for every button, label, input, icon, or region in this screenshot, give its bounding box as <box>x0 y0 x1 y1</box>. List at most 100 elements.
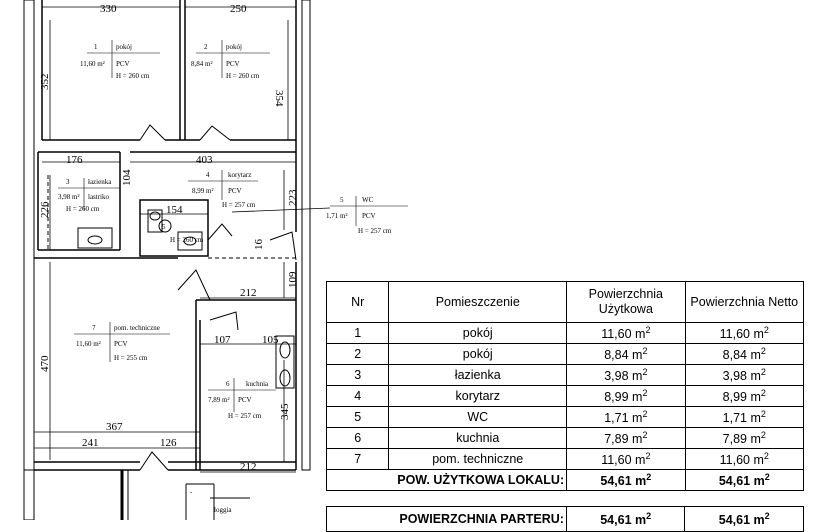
room-label: 1 pokój 11,60 m² PCV H = 260 cm <box>80 43 150 80</box>
row-net: 11,60 m2 <box>684 448 805 470</box>
row-net: 1,71 m2 <box>684 406 805 428</box>
svg-text:1,71 m²: 1,71 m² <box>326 212 348 220</box>
svg-text:8,84 m²: 8,84 m² <box>191 60 213 68</box>
total-net: 54,61 m2 <box>684 469 805 491</box>
svg-text:3: 3 <box>66 178 70 186</box>
row-usable: 1,71 m2 <box>566 406 686 428</box>
svg-text:5: 5 <box>340 196 344 204</box>
room-label: - <box>190 488 193 496</box>
row-nr: 5 <box>325 406 390 428</box>
row-nr: 1 <box>325 322 390 344</box>
row-room: pom. techniczne <box>388 448 568 470</box>
dimension-label: 176 <box>66 154 83 166</box>
room-label: loggia <box>214 506 232 514</box>
column-header: Powierzchnia Użytkowa <box>566 281 686 323</box>
total-label: POW. UŻYTKOWA LOKALU: <box>325 469 568 491</box>
row-nr: 3 <box>325 364 390 386</box>
row-net: 3,98 m2 <box>684 364 805 386</box>
row-usable: 3,98 m2 <box>566 364 686 386</box>
area-table: Nr Pomieszczenie Powierzchnia Użytkowa P… <box>325 281 805 491</box>
ground-floor-table: POWIERZCHNIA PARTERU: 54,61 m2 54,61 m2 <box>326 506 804 532</box>
row-room: łazienka <box>388 364 568 386</box>
svg-text:11,60 m²: 11,60 m² <box>76 340 101 348</box>
table-header-row: Nr Pomieszczenie Powierzchnia Użytkowa P… <box>325 281 805 323</box>
dimension-label: 109 <box>287 271 299 288</box>
svg-text:pokój: pokój <box>116 43 132 51</box>
svg-text:H = 260 cm: H = 260 cm <box>66 205 100 213</box>
svg-text:H = 257 cm: H = 257 cm <box>358 227 392 235</box>
svg-text:H = 260 cm: H = 260 cm <box>226 72 260 80</box>
dimension-label: 212 <box>240 461 257 473</box>
room-label: 4 korytarz 8,99 m² PCV H = 257 cm <box>192 171 256 209</box>
dimension-label: 126 <box>160 437 177 449</box>
column-header: Nr <box>325 281 390 323</box>
row-usable: 11,60 m2 <box>566 322 686 344</box>
svg-text:pokój: pokój <box>226 43 242 51</box>
row-nr: 2 <box>325 343 390 365</box>
dimension-label: 104 <box>121 169 133 186</box>
dimension-label: 107 <box>214 334 231 346</box>
row-room: pokój <box>388 322 568 344</box>
room-label: 6 kuchnia 7,89 m² PCV H = 257 cm <box>208 380 269 420</box>
row-usable: 11,60 m2 <box>566 448 686 470</box>
dimension-label: 330 <box>100 3 117 15</box>
svg-text:PCV: PCV <box>228 187 242 195</box>
svg-text:H = 257 cm: H = 257 cm <box>222 201 256 209</box>
svg-text:11,60 m²: 11,60 m² <box>80 60 105 68</box>
room-label: H = 260 cm <box>170 236 204 244</box>
dimension-label: 250 <box>230 3 247 15</box>
dimension-label: 352 <box>39 74 51 91</box>
row-room: WC <box>388 406 568 428</box>
wall <box>23 0 35 520</box>
svg-text:7: 7 <box>92 324 96 332</box>
svg-text:kuchnia: kuchnia <box>246 380 269 388</box>
svg-text:łazienka: łazienka <box>88 178 112 186</box>
dimension-label: 223 <box>287 189 299 206</box>
svg-text:6: 6 <box>226 380 230 388</box>
svg-text:PCV: PCV <box>114 340 128 348</box>
row-net: 8,84 m2 <box>684 343 805 365</box>
svg-text:H = 255 cm: H = 255 cm <box>114 354 148 362</box>
dimension-label: 403 <box>196 154 213 166</box>
wall <box>301 0 311 471</box>
total-usable: 54,61 m2 <box>566 469 686 491</box>
floor-plan: 330 250 352 354 403 176 226 104 154 16 2… <box>23 0 408 520</box>
room-label: 5 WC 1,71 m² PCV H = 257 cm <box>326 196 392 235</box>
svg-text:4: 4 <box>206 171 210 179</box>
svg-text:H = 257 cm: H = 257 cm <box>228 412 262 420</box>
ground-usable: 54,61 m2 <box>565 506 686 532</box>
dimension-label: 241 <box>82 437 99 449</box>
row-room: kuchnia <box>388 427 568 449</box>
row-room: korytarz <box>388 385 568 407</box>
dimension-label: 105 <box>262 334 279 346</box>
row-nr: 6 <box>325 427 390 449</box>
room-label: 7 pom. techniczne 11,60 m² PCV H = 255 c… <box>76 324 160 362</box>
svg-text:2: 2 <box>204 43 208 51</box>
row-net: 8,99 m2 <box>684 385 805 407</box>
svg-text:PCV: PCV <box>116 60 130 68</box>
row-nr: 7 <box>325 448 390 470</box>
dimension-label: 367 <box>106 421 123 433</box>
dimension-label: 226 <box>39 201 51 218</box>
room-label: 3 łazienka 3,98 m² lastriko H = 260 cm <box>58 178 112 213</box>
row-usable: 7,89 m2 <box>566 427 686 449</box>
svg-text:WC: WC <box>362 196 374 204</box>
row-room: pokój <box>388 343 568 365</box>
dimension-label: 154 <box>166 204 183 216</box>
room-label: 2 pokój 8,84 m² PCV H = 260 cm <box>191 43 260 80</box>
total-row: POW. UŻYTKOWA LOKALU: 54,61 m2 54,61 m2 <box>325 469 805 491</box>
column-header: Powierzchnia Netto <box>684 281 805 323</box>
row-net: 7,89 m2 <box>684 427 805 449</box>
svg-text:7,89 m²: 7,89 m² <box>208 396 230 404</box>
row-nr: 4 <box>325 385 390 407</box>
svg-text:lastriko: lastriko <box>88 193 109 201</box>
svg-text:8,99 m²: 8,99 m² <box>192 187 214 195</box>
dimension-label: 212 <box>240 287 257 299</box>
column-header: Pomieszczenie <box>388 281 568 323</box>
